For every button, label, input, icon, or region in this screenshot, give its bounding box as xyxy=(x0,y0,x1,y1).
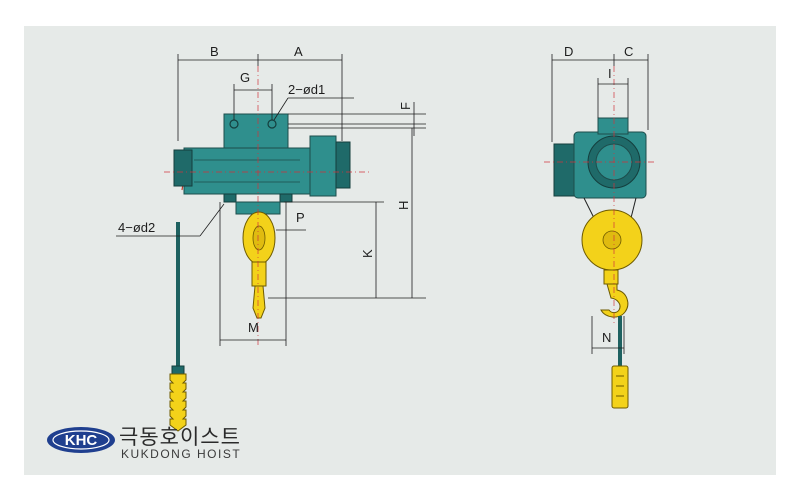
dim-label-h: H xyxy=(396,201,411,210)
khc-logo-icon: KHC xyxy=(47,427,115,453)
diagram-frame: B A G 2−ød1 F H K xyxy=(24,26,776,475)
pendant-switch xyxy=(169,365,187,432)
brand-english-name: KUKDONG HOIST xyxy=(121,447,242,461)
brand-logo-block: KHC 극동호이스트 KUKDONG HOIST xyxy=(46,423,306,463)
logo-badge-text: KHC xyxy=(65,432,98,449)
foot-bracket xyxy=(279,193,293,203)
dim-label-g: G xyxy=(240,70,250,85)
dim-label-f: F xyxy=(398,102,413,110)
motor-body xyxy=(183,147,311,195)
dim-label-hole-bottom: 4−ød2 xyxy=(118,220,155,235)
side-view: D C I N xyxy=(544,44,656,409)
dim-label-p: P xyxy=(296,210,305,225)
dim-label-m: M xyxy=(248,320,259,335)
motor-end-cap xyxy=(173,149,193,187)
side-hook-block xyxy=(581,209,643,318)
dim-label-k: K xyxy=(360,249,375,258)
dim-label-b: B xyxy=(210,44,219,59)
side-trolley-top xyxy=(597,117,629,135)
dim-label-i: I xyxy=(608,66,612,81)
dim-label-d: D xyxy=(564,44,573,59)
foot-bracket xyxy=(223,193,237,203)
brake-cover xyxy=(335,141,351,189)
dim-label-hole-top: 2−ød1 xyxy=(288,82,325,97)
dim-label-n: N xyxy=(602,330,611,345)
side-control-box xyxy=(553,143,577,197)
side-pendant-switch xyxy=(611,365,629,409)
brand-korean-name: 극동호이스트 xyxy=(119,425,241,449)
gear-case xyxy=(309,135,337,197)
hook-block xyxy=(242,211,276,319)
dim-label-c: C xyxy=(624,44,633,59)
side-hook-icon xyxy=(600,283,629,318)
dim-label-a: A xyxy=(294,44,303,59)
hoist-dimension-drawing: B A G 2−ød1 F H K xyxy=(116,44,656,432)
hook-icon xyxy=(252,285,266,319)
front-view: B A G 2−ød1 F H K xyxy=(116,44,426,432)
